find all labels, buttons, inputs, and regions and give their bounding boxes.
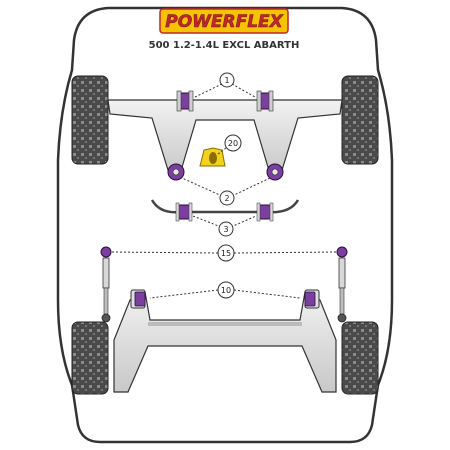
callout-leaders: [111, 83, 337, 299]
bush-front-left-upper: [176, 90, 194, 112]
leader-2-right: [231, 177, 271, 197]
logo-text: POWERFLEX: [165, 12, 283, 32]
leader-1-right: [231, 83, 256, 98]
bush-front-left-round: [167, 163, 185, 181]
bush-rear-beam-left: [130, 289, 146, 309]
rear-right-shock: [336, 246, 348, 323]
leader-15-right: [233, 251, 337, 254]
callout-15-label: 15: [221, 249, 231, 258]
bush-front-right-upper: [256, 90, 274, 112]
bush-rear-beam-right: [304, 289, 320, 309]
rear-left-wheel: [71, 321, 109, 395]
leader-3-left: [192, 215, 222, 228]
leader-15-left: [111, 251, 219, 254]
leader-3-right: [230, 215, 257, 228]
callout-1-label: 1: [224, 76, 229, 85]
callout-3-label: 3: [223, 225, 228, 234]
callout-20: 20: [224, 134, 242, 152]
rear-left-shock: [100, 246, 112, 323]
bush-arb-left: [175, 202, 193, 222]
callout-2-label: 2: [224, 194, 229, 203]
callout-15: 15: [217, 244, 235, 262]
rear-right-wheel: [341, 321, 379, 395]
leader-20: [217, 147, 227, 155]
callout-1: 1: [219, 72, 235, 88]
callout-3: 3: [218, 221, 234, 237]
callout-10: 10: [217, 281, 235, 299]
leader-2-left: [181, 177, 223, 197]
leader-10-right: [233, 289, 301, 299]
front-left-wheel: [71, 75, 109, 165]
car-body-outline: [56, 6, 394, 444]
callout-10-label: 10: [221, 286, 231, 295]
bush-engine-mount-yellow: [199, 147, 226, 167]
leader-10-left: [149, 289, 219, 299]
model-subtitle: 500 1.2-1.4L EXCL ABARTH: [149, 40, 300, 51]
front-right-wheel: [341, 75, 379, 165]
bush-arb-right: [256, 202, 274, 222]
rear-torsion-beam: [113, 291, 337, 393]
powerflex-logo: POWERFLEX: [159, 8, 289, 34]
front-subframe: [107, 99, 343, 175]
callout-2: 2: [219, 190, 235, 206]
front-anti-roll-bar: [150, 199, 300, 214]
callout-20-label: 20: [228, 139, 238, 148]
leader-1-left: [194, 83, 223, 98]
bush-front-right-round: [266, 163, 284, 181]
